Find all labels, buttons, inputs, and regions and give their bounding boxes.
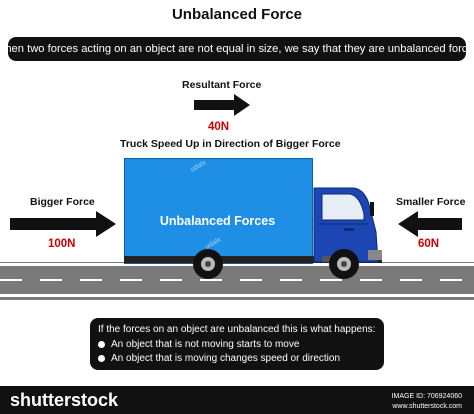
smaller-force-arrow-icon — [398, 211, 462, 237]
page-title: Unbalanced Force — [171, 6, 303, 23]
bullet-icon — [98, 340, 105, 348]
resultant-force-value: 40N — [208, 121, 230, 133]
footer-site: www.shutterstock.com — [392, 403, 462, 410]
road-edge-bottom — [0, 294, 474, 297]
footer-logo: shutterstock — [10, 390, 118, 411]
road-edge-top — [0, 263, 474, 266]
summary-box: If the forces on an object are unbalance… — [90, 318, 384, 370]
caption: Truck Speed Up in Direction of Bigger Fo… — [120, 138, 341, 150]
footer-image-id: IMAGE ID: 706924060 — [391, 393, 462, 400]
footer-meta: IMAGE ID: 706924060 www.shutterstock.com — [392, 392, 462, 412]
resultant-arrow-icon — [194, 94, 250, 116]
summary-point-2: An object that is moving changes speed o… — [98, 353, 340, 364]
intro-banner: When two forces acting on an object are … — [0, 37, 474, 61]
footer-logo-text: shutterstock — [10, 390, 119, 410]
truck-cargo-box — [124, 158, 313, 264]
summary-point-1: An object that is not moving starts to m… — [98, 339, 299, 350]
smaller-force-label: Smaller Force — [396, 196, 466, 208]
bigger-force-value: 100N — [48, 238, 76, 250]
intro-text: When two forces acting on an object are … — [0, 43, 474, 55]
road — [0, 262, 474, 300]
summary-point-1-text: An object that is not moving starts to m… — [111, 339, 300, 350]
resultant-force-label: Resultant Force — [182, 79, 262, 91]
footer-bar: shutterstock IMAGE ID: 706924060 www.shu… — [0, 386, 474, 414]
bigger-force-label: Bigger Force — [30, 196, 95, 208]
truck-cab-icon — [124, 187, 382, 279]
bigger-force-arrow-icon — [10, 211, 116, 237]
bullet-icon — [98, 354, 105, 362]
smaller-force-value: 60N — [418, 238, 440, 250]
summary-point-2-text: An object that is moving changes speed o… — [111, 353, 341, 364]
road-lane-marking — [0, 279, 474, 281]
truck-label: Unbalanced Forces — [159, 214, 276, 228]
summary-heading: If the forces on an object are unbalance… — [98, 324, 376, 335]
